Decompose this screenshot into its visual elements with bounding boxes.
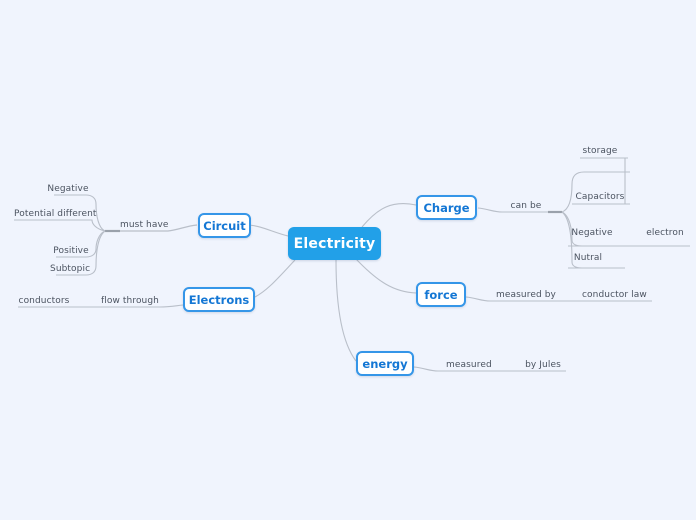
leaf-label-conductor-law: conductor law xyxy=(582,290,647,300)
leaf-negative-right[interactable]: Negative xyxy=(570,227,614,239)
branch-node-circuit[interactable]: Circuit xyxy=(198,213,251,238)
branch-label-circuit: Circuit xyxy=(203,218,246,233)
leaf-flow-through[interactable]: flow through xyxy=(100,295,160,307)
leaf-label-capacitors: Capacitors xyxy=(575,192,625,202)
leaf-capacitors[interactable]: Capacitors xyxy=(574,191,626,203)
branch-node-electrons[interactable]: Electrons xyxy=(183,287,255,312)
leaf-label-measured-by: measured by xyxy=(496,290,556,300)
leaf-nutral[interactable]: Nutral xyxy=(570,252,606,264)
branch-node-charge[interactable]: Charge xyxy=(416,195,477,220)
leaf-label-can-be: can be xyxy=(510,201,542,211)
branch-label-charge: Charge xyxy=(423,200,470,215)
leaf-conductor-law[interactable]: conductor law xyxy=(582,289,647,301)
leaf-electron[interactable]: electron xyxy=(644,227,686,239)
leaf-label-potential-different: Potential different xyxy=(14,209,97,219)
leaf-label-must-have: must have xyxy=(120,220,169,230)
leaf-positive[interactable]: Positive xyxy=(52,245,90,257)
branch-label-energy: energy xyxy=(362,356,408,371)
leaf-by-jules[interactable]: by Jules xyxy=(522,359,564,371)
root-node-electricity[interactable]: Electricity xyxy=(288,227,381,260)
leaf-subtopic[interactable]: Subtopic xyxy=(50,263,90,275)
branch-label-force: force xyxy=(424,287,458,302)
leaf-must-have[interactable]: must have xyxy=(120,219,168,231)
leaf-label-nutral: Nutral xyxy=(573,253,603,263)
leaf-conductors[interactable]: conductors xyxy=(18,295,70,307)
leaf-label-flow-through: flow through xyxy=(101,296,159,306)
leaf-measured-by[interactable]: measured by xyxy=(496,289,556,301)
branch-node-energy[interactable]: energy xyxy=(356,351,414,376)
leaf-storage[interactable]: storage xyxy=(580,145,620,157)
branch-node-force[interactable]: force xyxy=(416,282,466,307)
leaf-label-electron: electron xyxy=(646,228,684,238)
leaf-negative-left[interactable]: Negative xyxy=(46,183,90,195)
leaf-can-be[interactable]: can be xyxy=(506,200,546,212)
root-node-label: Electricity xyxy=(293,235,376,252)
edge-root-force xyxy=(355,258,417,294)
leaf-label-storage: storage xyxy=(582,146,618,156)
leaf-label-negative-right: Negative xyxy=(571,228,613,238)
leaf-label-measured: measured xyxy=(446,360,492,370)
leaf-label-negative-left: Negative xyxy=(47,184,89,194)
edge-hub-potential xyxy=(14,219,106,232)
leaf-label-subtopic: Subtopic xyxy=(50,264,91,274)
edge-root-energy xyxy=(335,259,357,362)
leaf-label-conductors: conductors xyxy=(18,296,70,306)
leaf-label-by-jules: by Jules xyxy=(525,360,561,370)
edge-root-charge xyxy=(361,203,417,228)
leaf-measured[interactable]: measured xyxy=(446,359,492,371)
edge-root-electrons xyxy=(254,259,296,298)
leaf-potential-different[interactable]: Potential different xyxy=(14,208,96,220)
edge-root-circuit xyxy=(248,224,289,237)
branch-label-electrons: Electrons xyxy=(188,292,250,307)
leaf-label-positive: Positive xyxy=(53,246,89,256)
